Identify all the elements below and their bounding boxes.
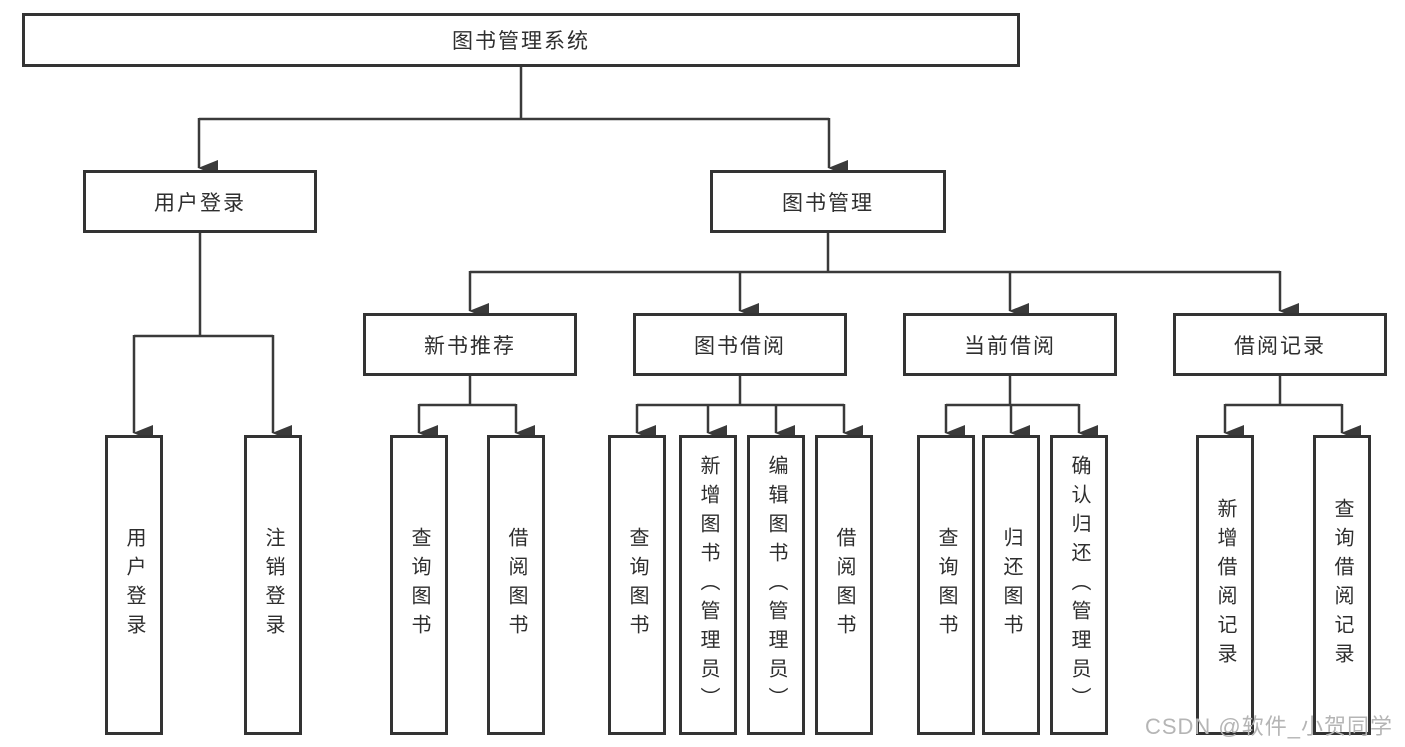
- leaf-label: 借阅图书: [833, 527, 855, 643]
- node-new-book-recommend: 新书推荐: [363, 313, 577, 376]
- leaf-confirm-return-admin: 确认归还（管理员）: [1050, 435, 1108, 735]
- node-book-management: 图书管理: [710, 170, 946, 233]
- leaf-label: 新增图书（管理员）: [697, 454, 719, 716]
- leaf-borrow-query-books: 查询图书: [608, 435, 666, 735]
- leaf-borrow-books: 借阅图书: [815, 435, 873, 735]
- leaf-label: 编辑图书（管理员）: [765, 454, 787, 716]
- leaf-label: 新增借阅记录: [1214, 498, 1236, 672]
- leaf-label: 查询图书: [626, 527, 648, 643]
- leaf-logout: 注销登录: [244, 435, 302, 735]
- leaf-current-query-books: 查询图书: [917, 435, 975, 735]
- node-current-borrow: 当前借阅: [903, 313, 1117, 376]
- leaf-label: 归还图书: [1000, 527, 1022, 643]
- leaf-recommend-query-books: 查询图书: [390, 435, 448, 735]
- node-borrow-records: 借阅记录: [1173, 313, 1387, 376]
- leaf-label: 查询图书: [408, 527, 430, 643]
- leaf-label: 查询图书: [935, 527, 957, 643]
- csdn-watermark: CSDN @软件_小贺同学: [1144, 714, 1393, 739]
- node-user-login: 用户登录: [83, 170, 317, 233]
- leaf-return-book: 归还图书: [982, 435, 1040, 735]
- leaf-add-book-admin: 新增图书（管理员）: [679, 435, 737, 735]
- leaf-user-login: 用户登录: [105, 435, 163, 735]
- leaf-label: 借阅图书: [505, 527, 527, 643]
- leaf-edit-book-admin: 编辑图书（管理员）: [747, 435, 805, 735]
- node-book-borrow: 图书借阅: [633, 313, 847, 376]
- leaf-add-borrow-record: 新增借阅记录: [1196, 435, 1254, 735]
- leaf-recommend-borrow-books: 借阅图书: [487, 435, 545, 735]
- leaf-label: 查询借阅记录: [1331, 498, 1353, 672]
- leaf-label: 用户登录: [123, 527, 145, 643]
- leaf-query-borrow-record: 查询借阅记录: [1313, 435, 1371, 735]
- node-root-system: 图书管理系统: [22, 13, 1020, 67]
- leaf-label: 确认归还（管理员）: [1068, 454, 1090, 716]
- leaf-label: 注销登录: [262, 527, 284, 643]
